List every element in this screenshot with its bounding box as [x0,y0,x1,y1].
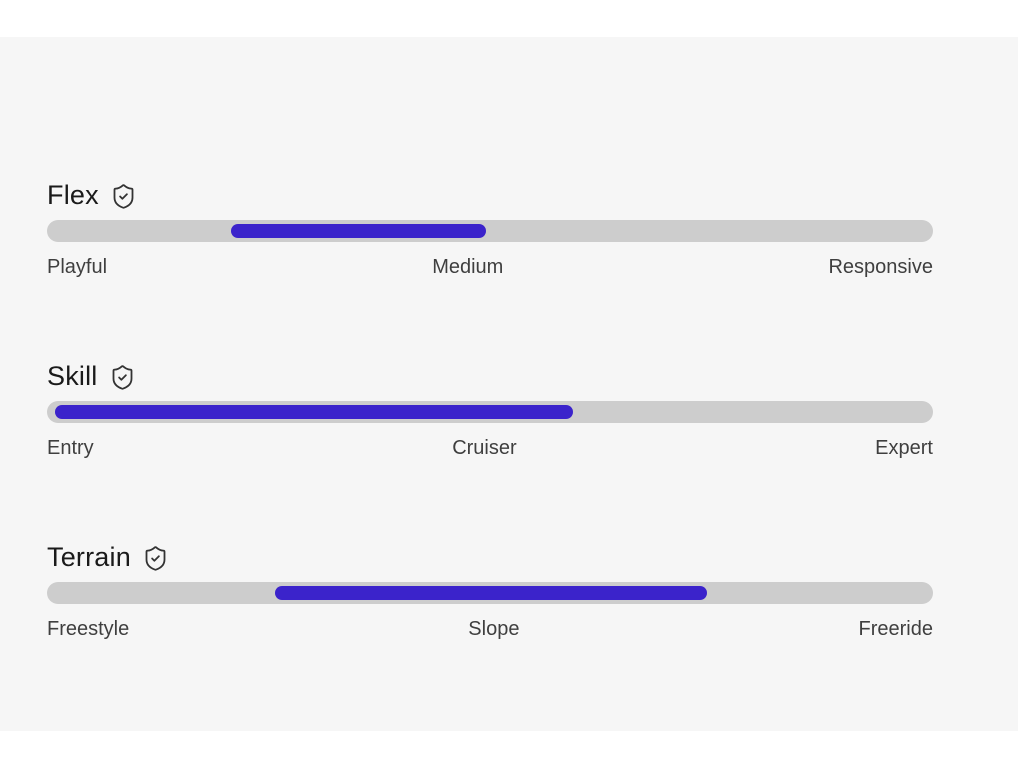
spec-section-skill: Skill Entry Cruiser Expert [47,359,933,462]
section-title-row: Flex [47,178,933,212]
terrain-range-track [47,582,933,604]
skill-scale-labels: Entry Cruiser Expert [47,434,933,462]
scale-label-right: Expert [875,437,933,459]
shield-check-icon [110,183,137,210]
section-title: Terrain [47,542,131,572]
section-title-row: Terrain [47,540,933,574]
skill-range-track [47,401,933,423]
terrain-scale-labels: Freestyle Slope Freeride [47,615,933,643]
scale-label-left: Playful [47,256,108,278]
scale-label-left: Freestyle [47,618,130,640]
scale-label-left: Entry [47,437,94,459]
skill-range-fill [54,405,574,419]
shield-check-icon [142,545,169,572]
terrain-range-fill [274,586,708,600]
flex-scale-labels: Playful Medium Responsive [47,253,933,281]
flex-range-fill [231,224,486,238]
spec-section-flex: Flex Playful Medium Responsive [47,178,933,281]
spec-panel: Flex Playful Medium Responsive Skil [0,37,1018,731]
section-title-row: Skill [47,359,933,393]
scale-label-center: Slope [468,618,520,640]
spec-section-terrain: Terrain Freestyle Slope Freeride [47,540,933,643]
scale-label-center: Cruiser [452,437,517,459]
section-title: Skill [47,361,98,391]
flex-range-track [47,220,933,242]
shield-check-icon [109,364,136,391]
scale-label-right: Freeride [858,618,933,640]
scale-label-right: Responsive [828,256,933,278]
scale-label-center: Medium [432,256,504,278]
spec-content: Flex Playful Medium Responsive Skil [47,37,933,731]
section-title: Flex [47,180,99,210]
